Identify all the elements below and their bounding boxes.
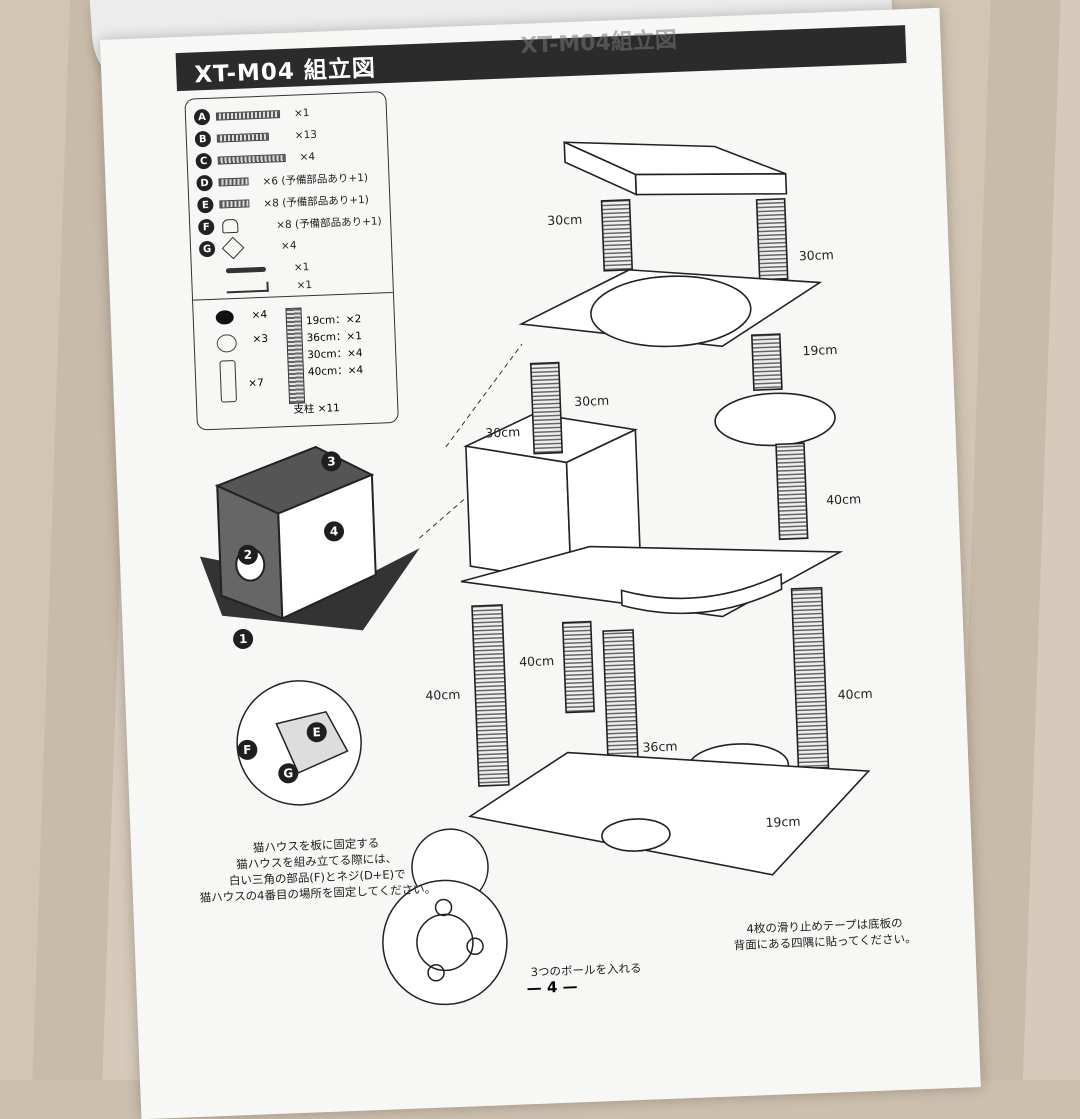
dimension-label: 30cm (546, 211, 583, 228)
ball-shape (427, 964, 445, 982)
bowl (590, 275, 752, 348)
assembly-diagram (199, 140, 871, 1006)
page-number: — 4 — (526, 977, 578, 998)
curved-rail (620, 572, 783, 615)
round-perch (714, 392, 836, 447)
ball-track-inner (416, 913, 474, 972)
pillar-40cm (561, 620, 595, 714)
pillar-40cm (471, 604, 510, 787)
house-front-wall (277, 473, 377, 620)
top-bed-front (634, 172, 788, 196)
bracket-detail-part (275, 710, 349, 774)
ball-shape (466, 937, 484, 956)
pillar-19cm (750, 333, 783, 391)
dimension-label: 30cm (798, 246, 835, 264)
pillar-40cm (775, 442, 809, 541)
dimension-label: 30cm (573, 392, 610, 410)
ball-shape (434, 898, 453, 917)
base-board (467, 751, 871, 876)
ball-track-detail (382, 879, 508, 1006)
ball-track (601, 818, 671, 852)
leader-line (445, 343, 523, 448)
cat-house-detail (199, 445, 420, 631)
leader-line (419, 495, 469, 539)
pillar-30cm (529, 361, 564, 455)
dimension-label: 40cm (825, 491, 862, 508)
pillar-30cm (755, 198, 789, 281)
dimension-label: 30cm (485, 424, 521, 441)
manual-page: XT-M04 組立図 XT-M04組立図 A ×1 B ×13 C ×4 D ×… (100, 7, 981, 1119)
dimension-label: 40cm (518, 653, 555, 670)
dimension-label: 36cm (642, 738, 678, 755)
house-fixing-note: 猫ハウスを板に固定する 猫ハウスを組み立てる際には、 白い三角の部品(F)とネジ… (171, 832, 463, 907)
pillar-40cm (790, 586, 830, 770)
cat-tree-drawing (460, 140, 871, 876)
dimension-label: 40cm (425, 686, 461, 703)
dimension-label: 19cm (765, 813, 801, 831)
pillar-30cm (600, 198, 634, 272)
dimension-label: 40cm (837, 685, 873, 703)
dimension-label: 19cm (802, 341, 838, 359)
